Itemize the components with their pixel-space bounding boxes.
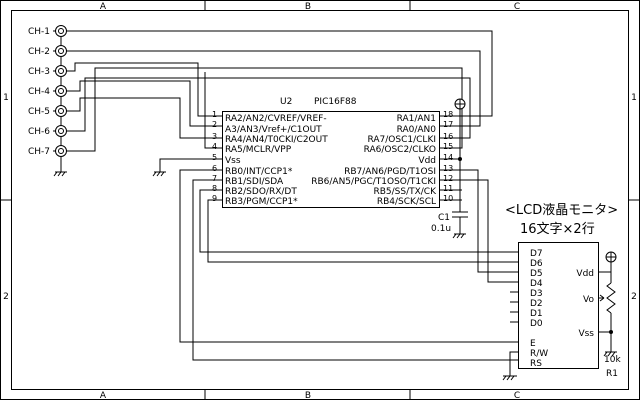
wiper-arrow-icon [599,294,605,302]
pin-number: 12 [443,174,453,183]
bnc-connector-icon [55,45,67,57]
vdd-power-icon [605,251,617,263]
pin-name: Vdd [418,156,436,166]
bnc-connector-icon [55,25,67,37]
lcd-pin-label: D0 [530,319,543,329]
junction-dot [609,330,613,334]
pin-number: 8 [212,184,217,193]
capacitor-value: 0.1u [431,224,451,234]
channel-label: CH-1 [28,27,50,37]
lcd-pin-label: E [530,339,536,349]
pin-number: 2 [212,120,217,129]
resistor-ref: R1 [606,369,618,379]
ground-symbol [502,375,517,381]
frame-row-label: 2 [631,292,637,302]
pin-number: 14 [443,153,453,162]
pin-number: 4 [212,142,217,151]
vdd-power-icon [454,98,466,110]
channel-label: CH-7 [28,147,50,157]
lcd-pin-label: D1 [530,309,543,319]
pin-number: 5 [212,153,217,162]
pin-number: 6 [212,164,217,173]
channel-label: CH-6 [28,127,50,137]
mcu-ref: U2 [280,97,292,107]
resistor-symbol [606,282,616,314]
lcd-pin-label: D4 [530,279,543,289]
lcd-pin-label: D5 [530,269,543,279]
pin-name: RA0/AN0 [397,125,437,135]
lcd-module: <LCD液晶モニタ> 16文字×2行 D7 D6 D5 D4 D3 D2 D1 … [505,203,618,369]
frame-col-label: B [305,391,311,400]
pin-name: RA2/AN2/CVREF/VREF- [225,114,327,124]
lcd-pin-label: D3 [530,289,543,299]
pin-number: 18 [443,110,453,119]
frame-col-label: A [100,391,107,400]
pin-name: RB4/SCK/SCL [377,197,436,207]
lcd-pin-label: R/W [530,349,548,359]
bnc-connector-icon [55,145,67,157]
pin-name: RA7/OSC1/CLKI [368,135,437,145]
bnc-connector-icon [55,85,67,97]
lcd-pin-label: Vo [583,295,594,305]
pin-name: RB2/SDO/RX/DT [225,187,297,197]
pin-number: 11 [443,184,453,193]
pin-name: RA1/AN1 [397,114,436,124]
ground-symbol [152,171,166,177]
lcd-pin-label: RS [530,359,542,369]
bnc-connector-icon [55,65,67,77]
pin-name: RA4/AN4/T0CKI/C2OUT [225,135,328,145]
capacitor-ref: C1 [438,213,450,223]
pin-name: RB5/SS/TX/CK [373,187,437,197]
frame-col-label: A [100,2,107,12]
pin-number: 15 [443,142,453,151]
channel-label: CH-2 [28,47,50,57]
pin-name: RB7/AN6/PGD/T1OSI [344,167,436,177]
lcd-pin-label: Vdd [576,269,594,279]
lcd-pin-label: Vss [578,329,594,339]
pin-name: RA5/MCLR/VPP [225,145,292,155]
mcu-chip: U2 PIC16F88 1 2 3 4 5 6 7 8 9 RA2/AN2/CV… [212,97,453,208]
pin-number: 17 [443,120,453,129]
mcu-part-name: PIC16F88 [314,97,357,107]
lcd-title: <LCD液晶モニタ> [505,203,618,218]
channel-label: CH-3 [28,67,50,77]
frame-row-label: 1 [3,93,9,103]
pin-number: 10 [443,194,453,203]
pin-name: RA6/OSC2/CLKO [364,145,436,155]
pin-number: 7 [212,174,217,183]
ground-symbol [53,171,67,177]
frame-row-label: 1 [631,93,637,103]
pin-name: Vss [225,156,241,166]
capacitor-symbol [452,211,468,218]
frame-col-label: C [514,2,520,12]
lcd-pin-label: D6 [530,259,543,269]
frame-row-label: 2 [3,292,9,302]
pin-name: RB0/INT/CCP1* [225,167,293,177]
ground-symbol [603,351,617,357]
lcd-subtitle: 16文字×2行 [520,222,595,237]
pin-number: 3 [212,132,217,141]
pin-number: 9 [212,194,217,203]
pin-name: A3/AN3/Vref+/C1OUT [225,125,322,135]
pin-name: RB1/SDI/SDA [225,177,284,187]
lcd-pin-label: D7 [530,249,543,259]
channel-label: CH-4 [28,87,50,97]
frame-col-label: C [514,391,520,400]
pin-name: RB6/AN5/PGC/T1OSO/T1CKI [311,177,436,187]
resistor-value: 10k [604,355,621,365]
pin-name: RB3/PGM/CCP1* [225,197,298,207]
bnc-connector-icon [55,105,67,117]
pin-number: 16 [443,132,453,141]
channel-label: CH-5 [28,107,50,117]
pin-number: 13 [443,164,453,173]
bnc-connector-icon [55,125,67,137]
channel-terminals: CH-1 CH-2 CH-3 CH-4 CH-5 CH-6 CH-7 [28,25,67,177]
lcd-pin-label: D2 [530,299,543,309]
frame-col-label: B [305,2,311,12]
pin-number: 1 [212,110,217,119]
